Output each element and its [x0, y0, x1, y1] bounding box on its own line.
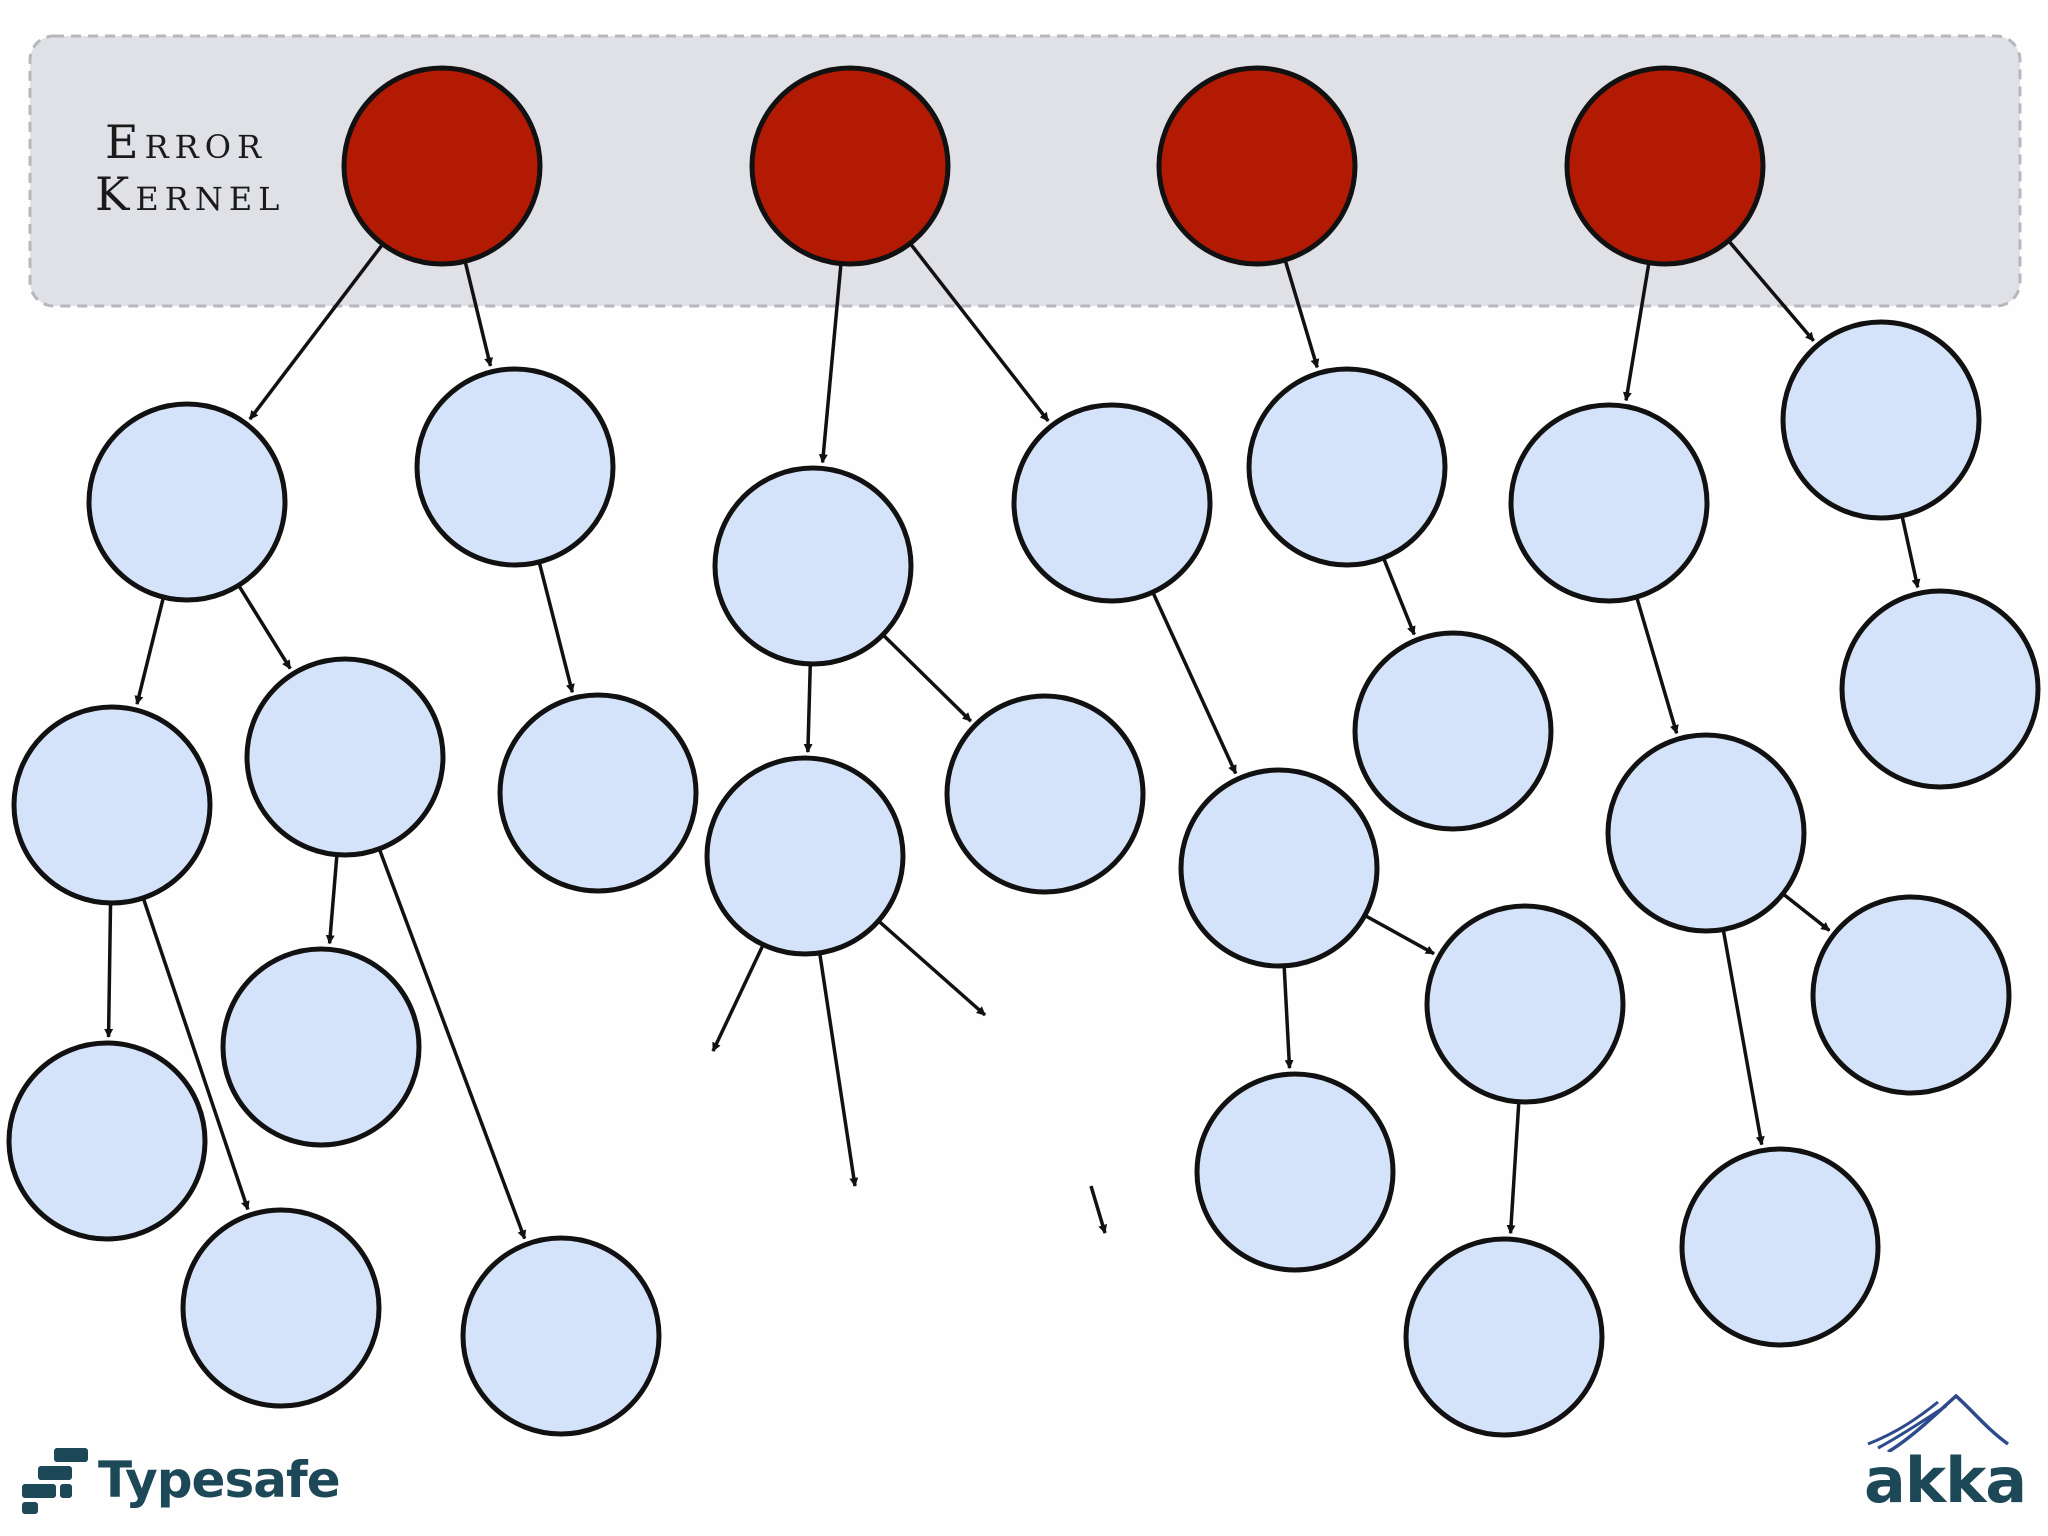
kernel-actor-node-k2 [749, 65, 951, 267]
edge-a-to-d [238, 586, 292, 670]
kernel-actor-node-k4 [1564, 65, 1766, 267]
edge-p-to-q [1365, 914, 1435, 956]
child-actor-node-w [1605, 732, 1807, 934]
child-actor-node-o [1352, 630, 1554, 832]
edge-q-to-s [1506, 1103, 1521, 1235]
child-actor-node-g [220, 946, 422, 1148]
typesafe-wordmark: Typesafe [98, 1451, 341, 1509]
typesafe-mark-icon [22, 1448, 88, 1514]
edge-c-to-f [104, 904, 114, 1038]
kernel-actor-node-k3 [1156, 65, 1358, 267]
edge-a-to-c [134, 598, 165, 705]
edge-k4-to-u [1728, 241, 1815, 342]
child-actor-node-j [712, 465, 914, 667]
edge-l-to-offscreen-3 [878, 920, 987, 1017]
child-actor-node-l [704, 755, 906, 957]
edge-w-to-x [1783, 893, 1831, 932]
edge-n-to-o [1382, 559, 1416, 636]
edge-k4-to-t [1622, 264, 1651, 402]
edge-b-to-e [537, 563, 575, 694]
child-actor-node-x [1810, 894, 2012, 1096]
supervision-edges [104, 241, 1921, 1240]
edge-j-to-m [883, 634, 973, 723]
child-actor-node-i [460, 1235, 662, 1437]
child-actor-node-a [86, 401, 288, 603]
child-actor-node-s [1403, 1236, 1605, 1438]
child-actor-node-v [1839, 588, 2041, 790]
edge-l-to-offscreen-1 [711, 945, 764, 1052]
child-actor-node-k [1011, 402, 1213, 604]
child-actor-node-f [6, 1040, 208, 1242]
edge-k-to-p [1152, 593, 1238, 775]
child-actor-node-n [1246, 366, 1448, 568]
edge-u-to-v [1900, 517, 1921, 589]
kernel-actor-node-k1 [341, 65, 543, 267]
edge-k3-to-n [1283, 261, 1320, 369]
child-actor-node-u [1780, 319, 1982, 521]
stray-arrow-1 [1089, 1185, 1108, 1234]
child-actor-node-d [244, 656, 446, 858]
edge-p-to-r [1282, 967, 1294, 1070]
child-actor-node-c [11, 704, 213, 906]
error-kernel-label-line2: Kernel [95, 167, 285, 221]
child-actor-node-q [1424, 903, 1626, 1105]
edge-k1-to-a [248, 244, 383, 421]
edge-c-to-h [142, 899, 250, 1211]
child-actor-node-r [1194, 1071, 1396, 1273]
child-actor-node-t [1508, 402, 1710, 604]
child-actor-node-m [944, 693, 1146, 895]
edge-d-to-i [378, 850, 527, 1240]
actor-nodes [6, 65, 2041, 1438]
edge-w-to-y [1721, 931, 1765, 1146]
edge-k2-to-k [909, 243, 1050, 422]
error-kernel-label-line1: Error [105, 115, 267, 169]
edge-d-to-g [325, 856, 339, 945]
edge-j-to-l [803, 665, 813, 753]
akka-wordmark: akka [1864, 1444, 2027, 1517]
error-kernel-region [28, 34, 2022, 308]
child-actor-node-p [1178, 767, 1380, 969]
edge-l-to-offscreen-2 [818, 954, 859, 1187]
edge-t-to-w [1635, 598, 1679, 735]
child-actor-node-e [497, 692, 699, 894]
edge-k2-to-j [818, 265, 843, 464]
akka-logo: akka [1858, 1382, 2027, 1522]
edge-k1-to-b [463, 262, 493, 367]
akka-mountain-icon [1867, 1393, 2010, 1454]
child-actor-node-y [1679, 1146, 1881, 1348]
child-actor-node-b [414, 366, 616, 568]
child-actor-node-h [180, 1207, 382, 1409]
typesafe-logo: Typesafe [20, 1440, 341, 1520]
